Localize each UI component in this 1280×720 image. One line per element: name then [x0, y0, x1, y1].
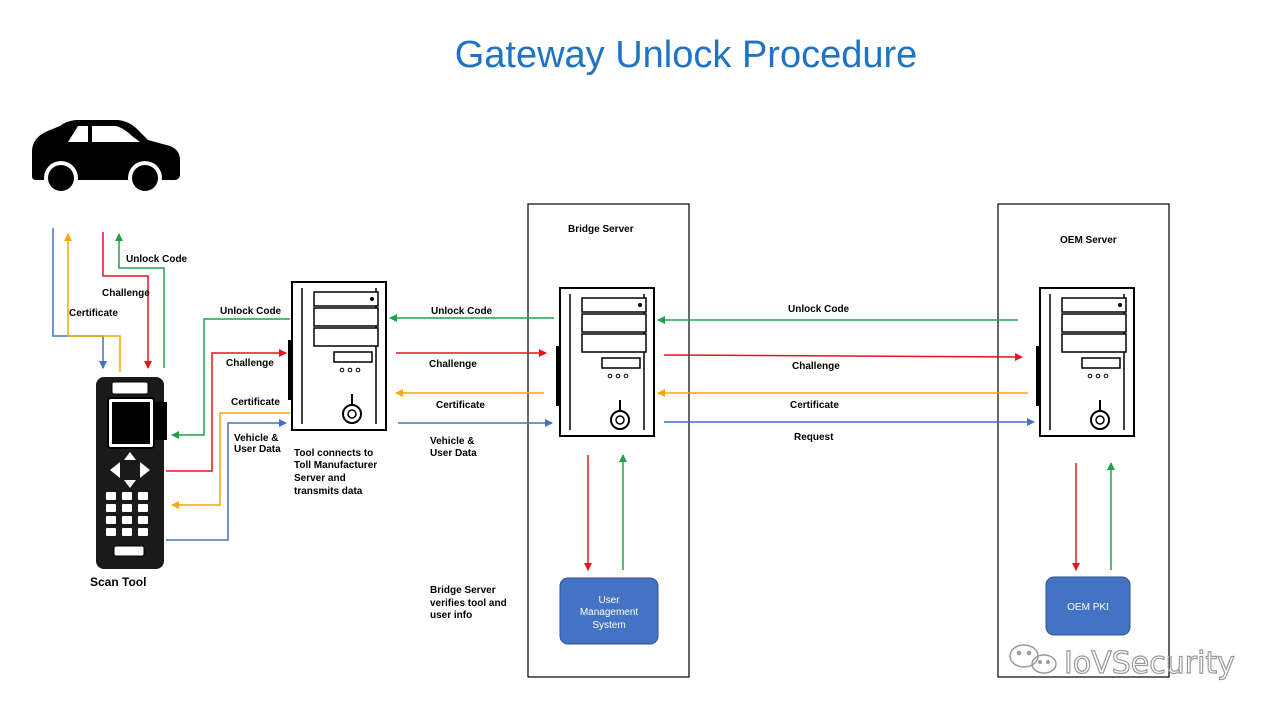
- oem-server-frame: [997, 203, 1170, 678]
- ums-line-1: User: [598, 595, 620, 606]
- bridge-caption-3: user info: [430, 610, 472, 621]
- bridge-unlock-code-label: Unlock Code: [431, 306, 493, 317]
- oem-server-title: OEM Server: [1060, 235, 1117, 246]
- oem-certificate-label: Certificate: [790, 400, 839, 411]
- tool-data-label-2: User Data: [234, 444, 281, 455]
- scan-challenge-label: Challenge: [102, 288, 150, 299]
- bridge-data-label-2: User Data: [430, 448, 477, 459]
- bridge-challenge-label: Challenge: [429, 359, 477, 370]
- oem-challenge-label: Challenge: [792, 361, 840, 372]
- wechat-icon: [1009, 644, 1057, 674]
- scan-tool-name: Scan Tool: [90, 575, 146, 589]
- user-management-system-box: [559, 577, 659, 645]
- ums-line-2: Management: [580, 607, 639, 618]
- scan-tool-icon: [96, 377, 167, 569]
- tool-caption-4: transmits data: [294, 486, 363, 497]
- tool-caption-3: Server and: [294, 473, 346, 484]
- bridge-server-title: Bridge Server: [568, 224, 634, 235]
- oem-unlock-code-label: Unlock Code: [788, 304, 850, 315]
- tool-data-label-1: Vehicle &: [234, 433, 278, 444]
- tool-server-icon: [287, 281, 387, 431]
- car-icon: [32, 120, 180, 195]
- oem-pki-label: OEM PKI: [1067, 602, 1109, 613]
- oem-pki-box: [1045, 576, 1131, 636]
- bridge-server-icon: [555, 287, 655, 437]
- oem-server-icon: [1035, 287, 1135, 437]
- watermark-text: IoVSecurity: [1064, 646, 1235, 681]
- ums-line-3: System: [592, 620, 625, 631]
- tool-unlock-code-label: Unlock Code: [220, 306, 282, 317]
- bridge-server-frame: [527, 203, 690, 678]
- oem-request-label: Request: [794, 432, 834, 443]
- tool-caption-2: Toll Manufacturer: [294, 460, 377, 471]
- scan-unlock-code-label: Unlock Code: [126, 254, 188, 265]
- tool-challenge-label: Challenge: [226, 358, 274, 369]
- bridge-certificate-label: Certificate: [436, 400, 485, 411]
- tool-caption-1: Tool connects to: [294, 448, 373, 459]
- bridge-caption-2: verifies tool and: [430, 598, 507, 609]
- bridge-caption-1: Bridge Server: [430, 585, 496, 596]
- bridge-data-label-1: Vehicle &: [430, 436, 474, 447]
- page-title: Gateway Unlock Procedure: [454, 34, 918, 76]
- tool-certificate-label: Certificate: [231, 397, 280, 408]
- scan-certificate-label: Certificate: [69, 308, 118, 319]
